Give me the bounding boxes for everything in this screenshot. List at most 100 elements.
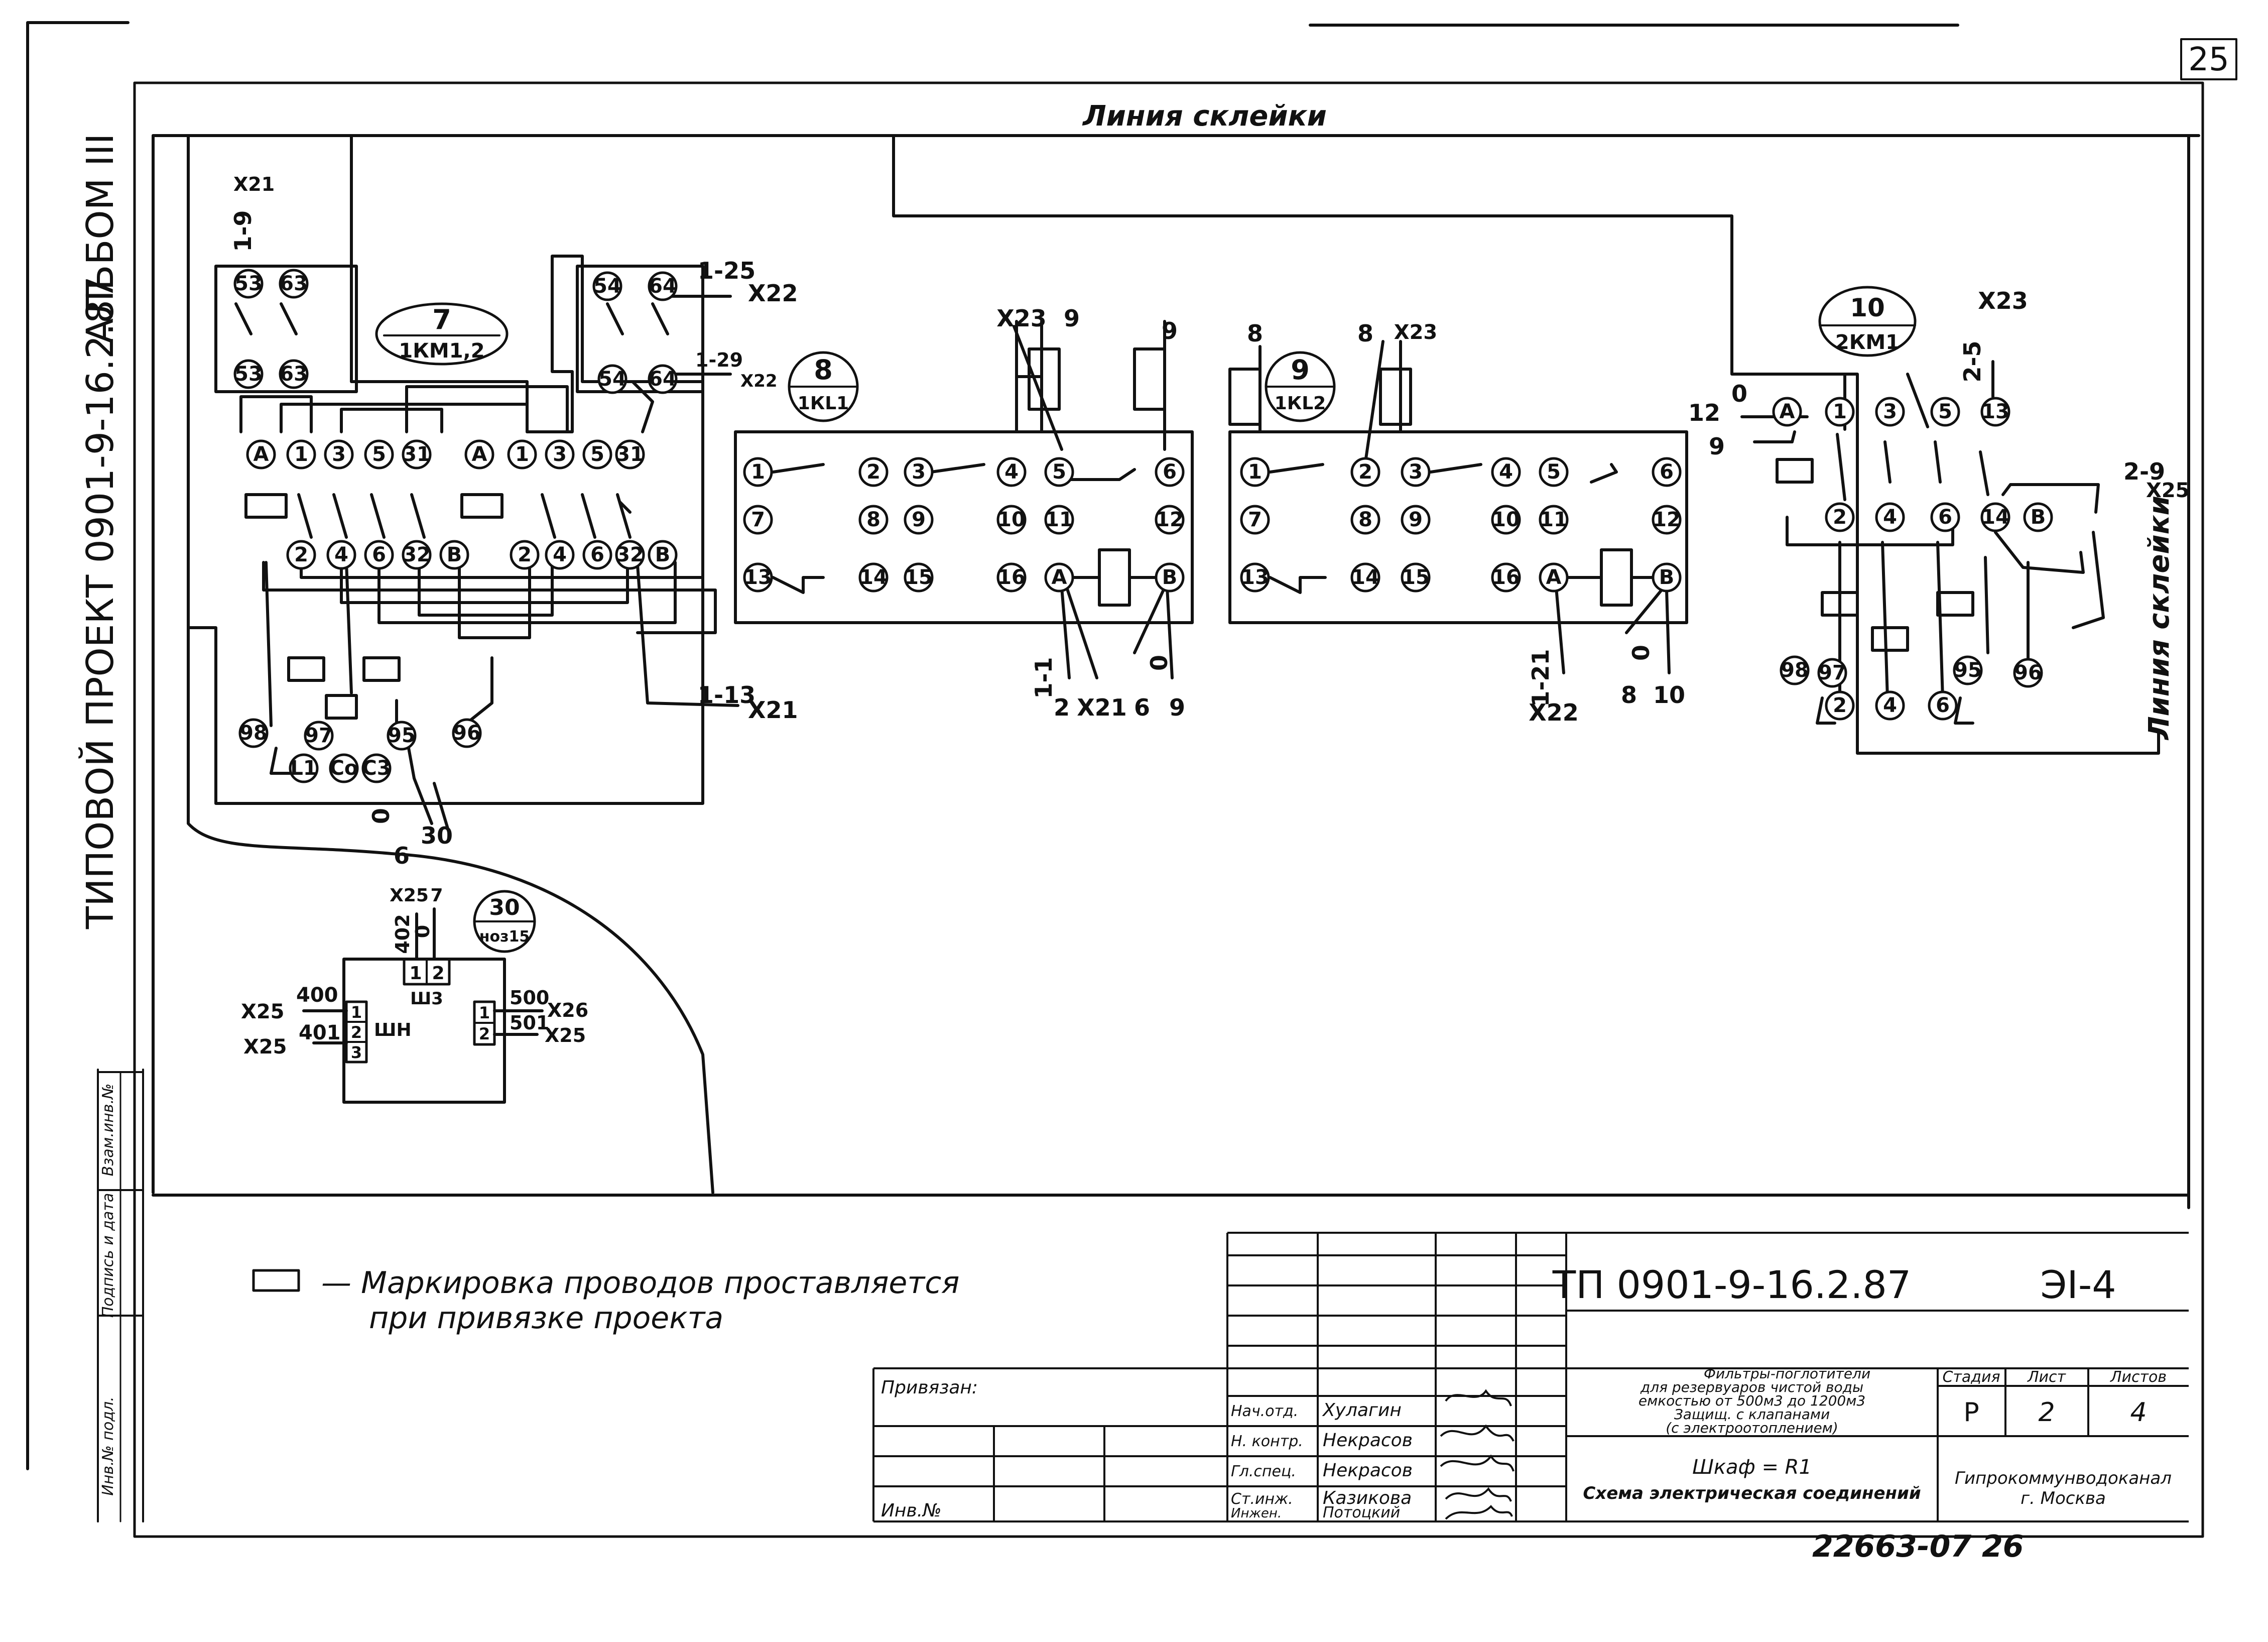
block-10-mid-terminal-4-circle [1980, 502, 2010, 532]
block-9-circuit [1228, 340, 1671, 674]
staff-role-5: Инжен. [1231, 1506, 1282, 1521]
block-7-bottom-terminal-5: В [439, 540, 469, 570]
right-wire-1-num: 500 [510, 987, 549, 1009]
block-7-top-terminal-10-circle [615, 439, 645, 470]
block-10-wire-0: 0 [1731, 380, 1747, 407]
block-9-terminal-row2-1-label: 7 [1248, 508, 1262, 531]
block-8-terminal-row2-2: 8 [858, 505, 889, 535]
block-7-bottom-terminal-10-circle [648, 540, 678, 570]
block-7-bottom-terminal-7-label: 4 [553, 543, 567, 566]
block-7-aux-terminal-4-label: 64 [649, 275, 677, 298]
block-7-lower-terminal-1: L1 [289, 753, 319, 783]
block-8-terminal-row2-1-label: 7 [751, 508, 765, 531]
block-7-lower-terminal-2-label: Co [330, 757, 358, 780]
block-8-circuit [772, 320, 1174, 679]
block-30-wire-7: 7 [430, 885, 443, 906]
block-10-top-terminal-5: 13 [1980, 397, 2010, 427]
block-7-top-terminal-1-label: А [254, 443, 269, 466]
title-block-grid [872, 1232, 2189, 1522]
block-7-aux-terminal-4-circle [648, 271, 678, 301]
block-8-terminal-row3-6: В [1155, 562, 1185, 593]
block-10-mid-terminal-1-circle [1825, 502, 1855, 532]
block-7-top-terminal-10: 31 [615, 439, 645, 470]
block-10-relay-terminal-1: 98 [1780, 655, 1810, 685]
block-7-bottom-terminal-4-label: 32 [403, 543, 431, 566]
block-7-lower-terminal-2-circle [329, 753, 359, 783]
block-7-lower-terminal-3-circle [361, 753, 392, 783]
block-10-mid-terminal-4-label: 14 [1981, 506, 2009, 529]
block-7-top-terminal-8: 3 [545, 439, 575, 470]
block-7-contactor: 7 1КМ1,2 Х21 1-9 1-25 Х22 1-29 Х22 1-13 … [214, 173, 798, 869]
block-10-top-terminal-4-circle [1930, 397, 1960, 427]
block-7-bottom-terminal-10-label: В [655, 543, 671, 566]
block-10-relay-terminal-3: 95 [1953, 655, 1983, 685]
block-7-bottom-terminal-1-circle [286, 540, 316, 570]
block-7-aux-terminal-7-circle [597, 364, 627, 394]
block-7-relay-terminal-3-circle [387, 721, 417, 751]
block-8-terminal-row3-1-label: 13 [744, 566, 772, 589]
block-30-wire-402: 402 [392, 914, 414, 954]
block-9-wire-x23: Х23 [1394, 321, 1438, 344]
block-9-relay: 9 1КL2 8 8 Х23 1-21 Х22 8 0 10 [1228, 320, 1685, 726]
block-9-bottom-wire-5: 10 [1653, 681, 1685, 709]
block-9-terminal-row2-1-circle [1240, 505, 1270, 535]
organization-name: Гипрокоммунводоканал [1955, 1468, 2172, 1488]
block-9-terminal-row2-5-label: 11 [1540, 508, 1568, 531]
block-7-aux-terminal-8-circle [648, 364, 678, 394]
wire-1-25: 1-25 [698, 257, 755, 284]
block-10-lower-terminal-2-label: 4 [1883, 694, 1897, 717]
block-10-mid-terminal-2-label: 4 [1883, 506, 1897, 529]
block-7-bottom-terminal-7-circle [545, 540, 575, 570]
block-9-terminal-row1-6: 6 [1652, 457, 1682, 487]
block-10-top-terminal-5-circle [1980, 397, 2010, 427]
block-9-terminal-row2-2-label: 8 [1358, 508, 1372, 531]
staff-role-3: Гл.спец. [1231, 1463, 1296, 1480]
block-30-number: 30 [489, 895, 520, 920]
block-8-terminal-row1-6-label: 6 [1163, 460, 1177, 484]
block-7-aux-terminal-1: 53 [233, 269, 264, 299]
block-7-top-terminal-9-label: 5 [590, 443, 604, 466]
block-7-top-terminal-6-circle [464, 439, 494, 470]
block-8-terminal-row2-1: 7 [743, 505, 773, 535]
block-8-terminal-row1-6-circle [1155, 457, 1185, 487]
block-9-bottom-wire-1: 1-21 [1527, 649, 1554, 707]
block-8-terminal-row3-2: 14 [858, 562, 889, 593]
block-10-lower-terminal-2-circle [1875, 690, 1905, 721]
block-8-bottom-wire-2: 2 [1054, 694, 1070, 721]
block-8-terminal-row3-4-circle [996, 562, 1027, 593]
block-7-bottom-terminal-2: 4 [326, 540, 356, 570]
signature-marks [1440, 1389, 1515, 1520]
block-7-aux-terminal-5: 53 [233, 359, 264, 389]
block-9-terminal-row1-3-circle [1401, 457, 1431, 487]
block-7-aux-terminal-7-label: 54 [598, 368, 626, 391]
block-8-terminal-row1-6: 6 [1155, 457, 1185, 487]
block-10-relay-terminal-4: 96 [2013, 658, 2043, 688]
block-9-terminal-row2-3-label: 9 [1409, 508, 1423, 531]
block-9-terminal-row1-4-label: 4 [1499, 460, 1513, 484]
drawing-title-2: Схема электрическая соединений [1583, 1483, 1921, 1503]
description-line-3: емкостью от 500м3 до 1200м3 [1639, 1392, 1865, 1409]
block-7-lower-terminal-3-label: C3 [362, 757, 391, 780]
block-10-mid-terminal-5: В [2023, 502, 2053, 532]
block-9-terminal-row1-3-label: 3 [1409, 460, 1423, 484]
left-wire-2-ref: Х25 [243, 1035, 287, 1059]
block-9-terminal-row3-3-circle [1401, 562, 1431, 593]
block-8-terminal-row2-5-label: 11 [1045, 508, 1073, 531]
block-7-relay-terminal-3-label: 95 [388, 724, 416, 747]
block-8-terminal-row2-4-label: 10 [997, 508, 1026, 531]
sheet-value: 2 [2038, 1397, 2055, 1428]
block-10-relay-terminal-1-label: 98 [1781, 659, 1809, 682]
sheets-value: 4 [2130, 1397, 2147, 1428]
block-9-terminal-row3-1-circle [1240, 562, 1270, 593]
staff-name-2: Некрасов [1323, 1430, 1413, 1451]
block-7-relay-terminal-2: 97 [304, 721, 334, 751]
block-8-terminal-row1-1-label: 1 [751, 460, 765, 484]
block-8-terminal-row2-4: 10 [996, 505, 1027, 535]
staff-role-4: Ст.инж. [1231, 1490, 1293, 1508]
left-wire-1-ref: Х25 [241, 1000, 285, 1023]
sheet-frame [26, 21, 2237, 1538]
block-10-top-terminal-2: 1 [1825, 397, 1855, 427]
block-7-top-terminal-3: 3 [324, 439, 354, 470]
block-7-lower-terminal-3: C3 [361, 753, 392, 783]
block-8-terminal-row1-3: 3 [904, 457, 934, 487]
